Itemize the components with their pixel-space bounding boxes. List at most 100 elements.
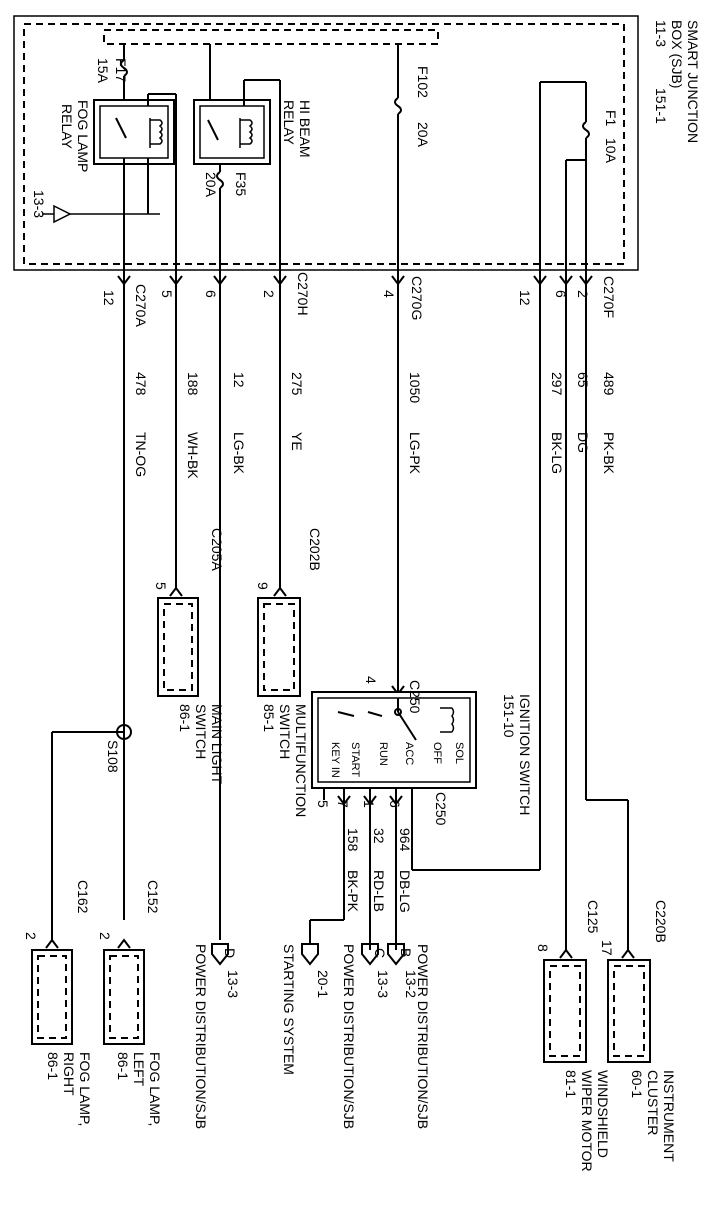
pin-6-c270f: 6 — [553, 290, 569, 298]
pin-2-fog-right: 2 — [23, 932, 39, 940]
pin-9-multifunction: 9 — [255, 582, 271, 590]
fog-right-ref: 86-1 — [45, 1052, 61, 1080]
wire-65-circuit: 65 — [575, 372, 591, 388]
connector-c152: C152 — [145, 880, 161, 914]
wire-489-circuit: 489 — [601, 372, 617, 396]
ref-b-arrow — [387, 943, 405, 966]
fog-right-label-2: RIGHT — [61, 1052, 77, 1096]
pin-12-c270a: 12 — [101, 290, 117, 306]
ign-pos-key-in: KEY IN — [329, 742, 341, 778]
wire-489-color: PK-BK — [601, 432, 617, 475]
fuse-f17-icon — [120, 59, 128, 77]
sjb-title: SMART JUNCTION — [685, 20, 701, 143]
connector-c205a: C205A — [209, 528, 225, 571]
fuse-f1-icon — [582, 121, 590, 139]
sjb-top-bus — [103, 29, 439, 45]
wire-478-color: TN-OG — [133, 432, 149, 477]
wire-65-color: DG — [575, 432, 591, 453]
pin-6-c270a: 6 — [203, 290, 219, 298]
ign-wire-964-color: DB-LG — [397, 870, 413, 913]
fog-relay-label-1: FOG LAMP — [75, 100, 91, 172]
ign-pos-off: OFF — [431, 742, 443, 764]
connector-c270h: C270H — [295, 272, 311, 316]
fog-left-label-1: FOG LAMP, — [147, 1052, 163, 1126]
ign-wire-32-color: RD-LB — [371, 870, 387, 912]
pin-17-cluster: 17 — [599, 940, 615, 956]
fuse-f35-amp: 20A — [203, 172, 219, 198]
wire-1050-color: LG-PK — [407, 432, 423, 475]
connector-c270g: C270G — [409, 276, 425, 320]
wire-478-circuit: 478 — [133, 372, 149, 396]
ign-wire-158-color: BK-PK — [345, 870, 361, 913]
pin-7-ignition: 7 — [335, 800, 351, 808]
ref-b-label: POWER DISTRIBUTION/SJB — [415, 944, 431, 1129]
pin-2-fog-left: 2 — [97, 932, 113, 940]
connector-c250-bottom: C250 — [433, 792, 449, 826]
ref-b-letter: B — [398, 948, 414, 957]
pin-8-wiper: 8 — [535, 944, 551, 952]
ref-d-arrow — [211, 943, 229, 966]
pin-5-main-light: 5 — [153, 582, 169, 590]
ref-c-page: 13-3 — [375, 970, 391, 998]
pin-4-c270g: 4 — [381, 290, 397, 298]
wire-12-color: LG-BK — [231, 432, 247, 475]
ref-start-page: 20-1 — [315, 970, 331, 998]
wire-297-color: BK-LG — [549, 432, 565, 474]
connector-c220b: C220B — [653, 900, 669, 943]
fuse-f102-icon — [394, 97, 402, 115]
wiper-label-2: WIPER MOTOR — [579, 1070, 595, 1172]
ground-icon — [53, 204, 72, 224]
cluster-ref: 60-1 — [629, 1070, 645, 1098]
wire-275-color: YE — [289, 432, 305, 451]
fuse-f35-label: F35 — [233, 172, 249, 196]
wiper-label-1: WINDSHIELD — [595, 1070, 611, 1158]
ref-start-arrow — [301, 943, 319, 966]
sjb-box — [13, 15, 639, 271]
hi-beam-relay — [193, 99, 271, 165]
fog-left-label-2: LEFT — [131, 1052, 147, 1087]
ground-ref: 13-3 — [31, 190, 47, 218]
fog-left-ref: 86-1 — [115, 1052, 131, 1080]
pin-2-c270f: 2 — [575, 290, 591, 298]
connector-c270f: C270F — [601, 276, 617, 318]
connector-c162: C162 — [75, 880, 91, 914]
pin-5-ignition: 5 — [315, 800, 331, 808]
pin-1-ignition: 1 — [361, 800, 377, 808]
hi-relay-label-1: HI BEAM — [297, 100, 313, 158]
ref-c-label: POWER DISTRIBUTION/SJB — [341, 944, 357, 1129]
main-light-label-2: SWITCH — [193, 704, 209, 759]
main-light-label-1: MAIN LIGHT — [209, 704, 225, 785]
wire-297-circuit: 297 — [549, 372, 565, 396]
wire-188-circuit: 188 — [185, 372, 201, 396]
ignition-title: IGNITION SWITCH — [517, 694, 533, 815]
fog-lamp-relay — [93, 99, 175, 165]
splice-s108-label: S108 — [105, 740, 121, 773]
ign-pos-run: RUN — [377, 742, 389, 766]
ref-c-letter: C — [372, 948, 388, 958]
fuse-f102-label: F102 — [415, 66, 431, 98]
fuse-f17-amp: 15A — [95, 58, 111, 84]
wire-188-color: WH-BK — [185, 432, 201, 479]
fuse-f17-label: F17 — [113, 58, 129, 82]
sjb-ref-2: 151-1 — [653, 88, 669, 124]
sjb-inner-dashed — [23, 23, 625, 265]
multifunction-ref: 85-1 — [261, 704, 277, 732]
ign-pos-sol: SOL — [453, 742, 465, 764]
ref-c-arrow — [361, 943, 379, 966]
ignition-ref: 151-10 — [501, 694, 517, 738]
connector-c202b: C202B — [307, 528, 323, 571]
ign-pos-start: START — [349, 742, 361, 777]
fuse-f102-amp: 20A — [415, 122, 431, 148]
wire-12-circuit: 12 — [231, 372, 247, 388]
pin-4-ignition: 4 — [363, 676, 379, 684]
sjb-title-2: BOX (SJB) — [669, 20, 685, 88]
multifunction-label-2: SWITCH — [277, 704, 293, 759]
fog-right-label-1: FOG LAMP, — [77, 1052, 93, 1126]
ign-wire-158-circuit: 158 — [345, 828, 361, 852]
connector-c125: C125 — [585, 900, 601, 934]
ref-d-page: 13-3 — [225, 970, 241, 998]
fuse-f1-label: F1 — [603, 110, 619, 127]
pin-2-c270h: 2 — [261, 290, 277, 298]
cluster-label-2: CLUSTER — [645, 1070, 661, 1135]
ref-d-label: POWER DISTRIBUTION/SJB — [193, 944, 209, 1129]
